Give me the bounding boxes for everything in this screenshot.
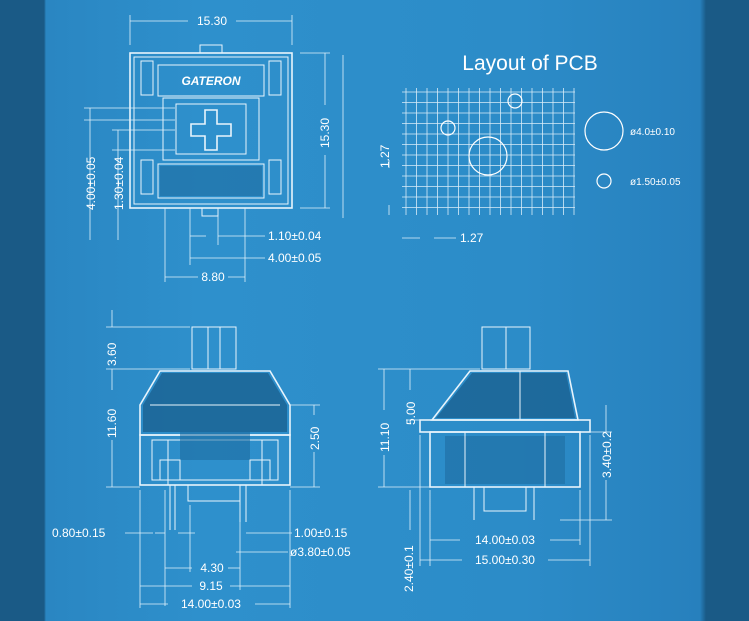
pcb-hole-right — [507, 93, 523, 109]
pcb-horizontal-pitch-label: 1.27 — [460, 231, 484, 245]
top-width-label: 15.30 — [197, 14, 227, 28]
top-view-drawing: 15.30 GATERON 4.00±0.05 1.30±0.04 — [84, 14, 344, 284]
top-left-inner-dim: 1.30±0.04 — [112, 156, 126, 210]
top-left-outer-dim: 4.00±0.05 — [84, 156, 98, 210]
pcb-vertical-pitch-label: 1.27 — [378, 144, 392, 168]
pcb-hole-left — [440, 120, 456, 136]
front-width-a-dim: 4.30 — [200, 561, 224, 575]
pcb-layout-title: Layout of PCB — [462, 52, 597, 75]
stem-height-label: 3.60 — [105, 342, 119, 366]
front-width-b-dim: 9.15 — [199, 579, 223, 593]
front-pin-length-label: 2.50 — [308, 426, 322, 450]
center-post-hole — [468, 136, 508, 176]
front-view-drawing: 3.60 11.60 2.50 0.80±0.15 1.00±0.15 ø3.8… — [52, 310, 351, 611]
side-outer-width-dim: 15.00±0.30 — [475, 553, 535, 567]
front-pin-left-dim: 0.80±0.15 — [52, 526, 106, 540]
top-right-height-label: 15.30 — [318, 118, 332, 148]
pcb-layout-drawing: Layout of PCB ø4.0±0.10 ø1.50±0.05 1.27 … — [378, 52, 681, 245]
large-hole-legend-icon — [584, 111, 624, 151]
front-width-c-dim: 14.00±0.03 — [181, 597, 241, 611]
front-body-height-label: 11.60 — [105, 409, 119, 438]
small-hole-legend-label: ø1.50±0.05 — [630, 177, 681, 188]
front-pin-right-dim: 1.00±0.15 — [294, 526, 348, 540]
pin-gap-dim: 1.10±0.04 — [268, 229, 322, 243]
large-hole-legend-label: ø4.0±0.10 — [630, 127, 675, 138]
top-bottom-width-label: 8.80 — [201, 270, 225, 284]
side-total-height-label: 11.10 — [378, 423, 392, 452]
post-diameter-dim: ø3.80±0.05 — [290, 545, 351, 559]
side-view-drawing: 11.10 5.00 2.40±0.1 3.40±0.2 14.00±0.03 … — [378, 326, 614, 592]
side-upper-height-label: 5.00 — [404, 401, 418, 425]
small-hole-legend-icon — [596, 173, 612, 189]
side-clip-height-label: 3.40±0.2 — [600, 431, 614, 478]
side-pin-height-label: 2.40±0.1 — [402, 545, 416, 592]
pcb-grid — [402, 88, 575, 215]
side-inner-width-dim: 14.00±0.03 — [475, 533, 535, 547]
pin-span-dim: 4.00±0.05 — [268, 251, 322, 265]
brand-mark: GATERON — [181, 74, 240, 88]
